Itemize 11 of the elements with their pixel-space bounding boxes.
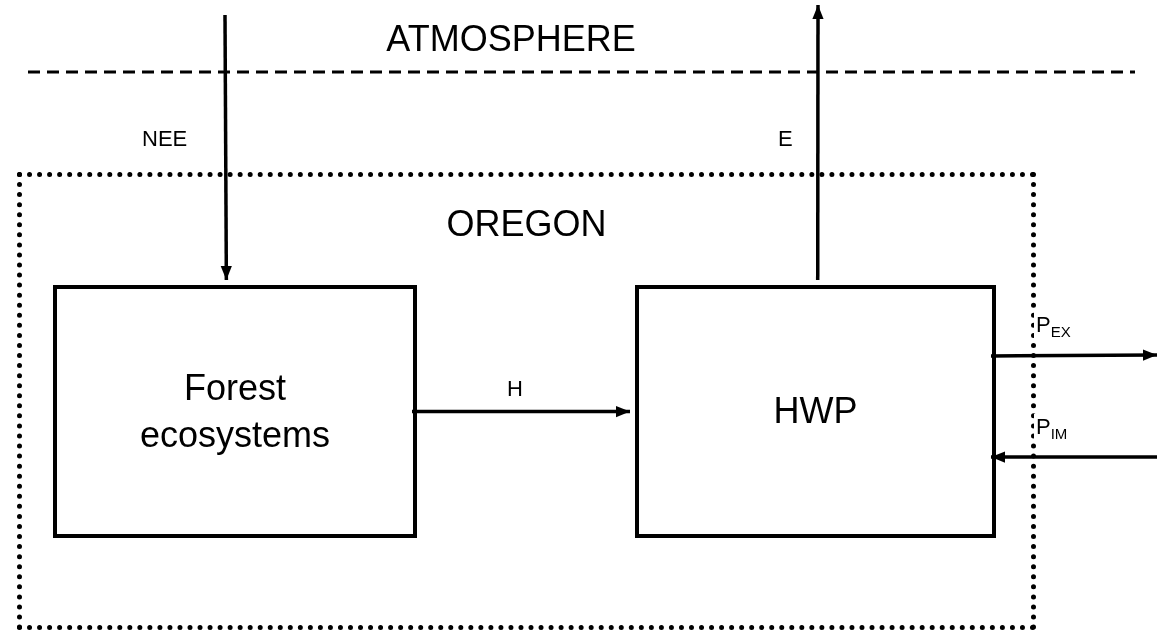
region-frame <box>17 172 1036 630</box>
arrow <box>991 451 1157 463</box>
process-box: Forest ecosystems <box>53 285 417 538</box>
edge-label: P$_{IM}$ <box>1034 414 1070 442</box>
arrow <box>991 349 1157 361</box>
edge-label: P$_{EX}$ <box>1034 312 1073 340</box>
process-box: HWP <box>635 285 996 538</box>
region-title: OREGON <box>446 203 607 245</box>
arrow <box>412 405 630 418</box>
arrow <box>812 5 824 280</box>
arrow <box>220 15 232 280</box>
